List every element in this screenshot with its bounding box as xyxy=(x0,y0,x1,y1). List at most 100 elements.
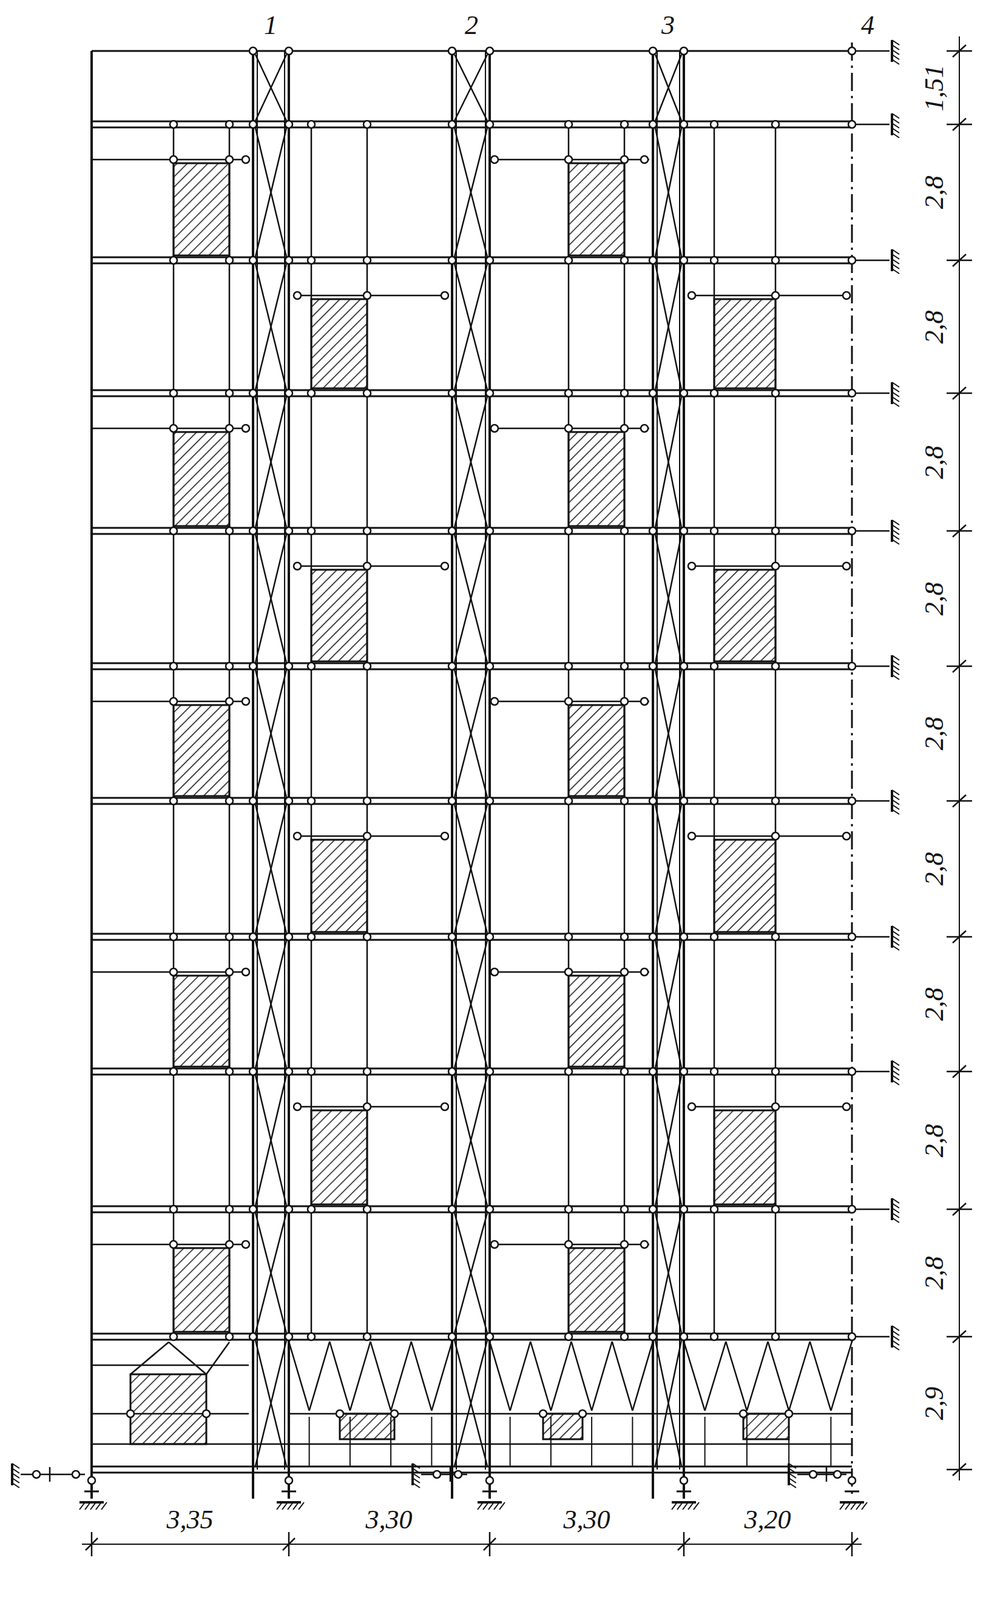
hinge-node xyxy=(225,968,234,976)
hinge-node xyxy=(285,797,293,805)
hinge-node xyxy=(363,1333,371,1341)
frame-member xyxy=(287,50,291,1499)
hinge-node xyxy=(363,120,371,129)
dimension-line xyxy=(85,1538,98,1551)
hinge-node xyxy=(771,291,780,300)
hinge-node xyxy=(564,120,573,129)
frame-member xyxy=(91,803,852,806)
frame-member xyxy=(91,933,852,936)
frame-member xyxy=(891,254,900,260)
frame-member xyxy=(91,1333,852,1335)
frame-member xyxy=(851,936,890,939)
hinge-node xyxy=(688,1103,696,1111)
frame-member xyxy=(412,1468,420,1474)
frame-member xyxy=(454,263,488,390)
frame-member xyxy=(830,1341,852,1411)
frame-member xyxy=(91,1339,852,1342)
hinge-node xyxy=(293,832,301,840)
frame-member xyxy=(91,939,852,942)
hinge-node xyxy=(564,389,573,397)
hatched-panel xyxy=(173,163,230,256)
dimension-label: 2,8 xyxy=(919,985,950,1024)
frame-member xyxy=(651,50,655,1499)
hinge-node xyxy=(842,562,851,570)
hinge-node xyxy=(307,1205,315,1213)
hinge-node xyxy=(363,256,371,264)
hinge-node xyxy=(490,1240,499,1249)
hinge-node xyxy=(710,256,718,264)
frame-member xyxy=(705,1341,727,1411)
hinge-node xyxy=(649,256,657,264)
frame-member xyxy=(91,1243,246,1246)
hinge-node xyxy=(842,1103,851,1111)
dimension-label: 2,8 xyxy=(919,1254,950,1293)
hinge-node xyxy=(771,1333,780,1341)
hinge-node xyxy=(307,797,315,805)
frame-member xyxy=(688,294,850,297)
frame-member xyxy=(845,1502,851,1510)
frame-member xyxy=(891,1212,900,1218)
frame-member xyxy=(454,534,488,663)
hinge-node xyxy=(620,797,629,805)
frame-member xyxy=(454,396,488,528)
frame-member xyxy=(844,1490,860,1493)
frame-member xyxy=(255,534,287,663)
frame-member xyxy=(788,1341,811,1411)
frame-member xyxy=(891,249,900,255)
hinge-node xyxy=(848,527,856,535)
hinge-node xyxy=(486,1333,494,1341)
frame-member xyxy=(851,392,890,395)
hinge-node xyxy=(486,120,494,129)
hinge-node xyxy=(620,527,629,535)
frame-lines xyxy=(12,40,900,1510)
hinge-node xyxy=(249,256,257,264)
frame-member xyxy=(454,1340,488,1467)
frame-member xyxy=(412,1482,420,1488)
frame-member xyxy=(454,669,488,798)
frame-member xyxy=(676,1490,692,1493)
frame-member xyxy=(655,804,682,934)
hinge-node xyxy=(649,389,657,397)
frame-member xyxy=(91,1074,852,1076)
hinge-node xyxy=(441,562,449,570)
frame-member xyxy=(454,940,488,1068)
frame-member xyxy=(454,940,488,1068)
frame-member xyxy=(255,1212,287,1334)
hinge-node xyxy=(285,256,293,264)
hinge-node xyxy=(680,527,688,535)
hinge-node xyxy=(285,1476,293,1485)
frame-member xyxy=(682,50,686,1499)
hinge-node xyxy=(169,256,178,264)
frame-member xyxy=(255,128,287,257)
hinge-node xyxy=(169,1205,178,1213)
frame-member xyxy=(655,940,682,1068)
frame-member xyxy=(768,1341,790,1411)
frame-member xyxy=(655,396,682,528)
frame-member xyxy=(891,391,900,397)
hinge-node xyxy=(225,424,234,433)
hinge-node xyxy=(448,662,456,670)
frame-member xyxy=(891,1070,900,1076)
frame-member xyxy=(499,1502,505,1510)
hatched-panel xyxy=(568,705,625,797)
frame-member xyxy=(450,50,454,1499)
hinge-node xyxy=(307,1333,315,1341)
dimension-line xyxy=(952,930,967,943)
frame-member xyxy=(281,1490,297,1493)
hinge-node xyxy=(169,424,178,433)
frame-member xyxy=(891,54,900,60)
frame-member xyxy=(891,44,900,50)
frame-member xyxy=(891,660,900,666)
hinge-node xyxy=(448,797,456,805)
frame-member xyxy=(12,1473,20,1479)
dimension-label: 1,51 xyxy=(919,61,950,114)
dimension-line xyxy=(282,1538,295,1551)
dimension-line xyxy=(952,1065,967,1078)
frame-member xyxy=(891,1198,900,1204)
hinge-node xyxy=(486,256,494,264)
frame-member xyxy=(255,1340,287,1467)
frame-member xyxy=(255,804,287,934)
dimension-line xyxy=(81,1543,862,1545)
frame-member xyxy=(91,389,852,392)
hinge-node xyxy=(771,933,780,941)
